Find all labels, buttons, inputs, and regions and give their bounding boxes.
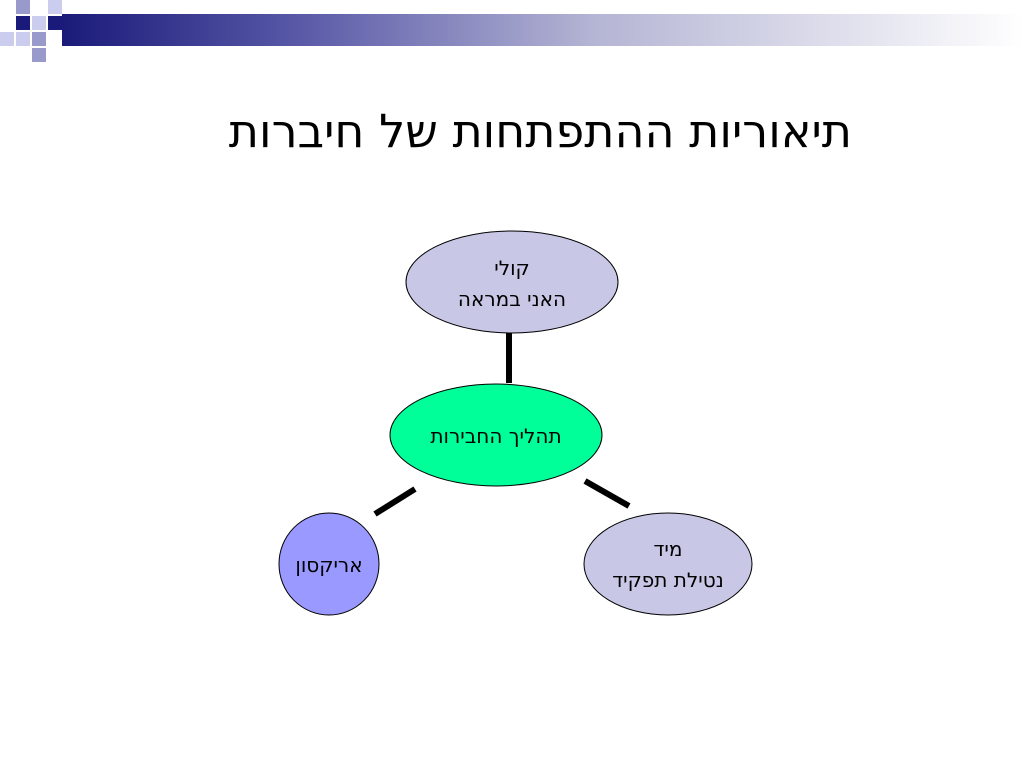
slide-title: תיאוריות ההתפתחות של חיברות bbox=[228, 104, 852, 158]
title-bar-gradient bbox=[62, 14, 1024, 46]
node-mead-line1: מיד bbox=[654, 537, 683, 561]
connector-mead bbox=[583, 478, 631, 509]
node-erikson: אריקסון bbox=[278, 512, 380, 616]
node-mead: מיד נטילת תפקיד bbox=[583, 512, 753, 616]
node-center: תהליך החבירות bbox=[389, 383, 603, 487]
node-center-label: תהליך החבירות bbox=[430, 424, 561, 448]
node-erikson-line1: אריקסון bbox=[295, 553, 362, 577]
node-cooley: קולי האני במראה bbox=[405, 230, 619, 334]
node-cooley-line2: האני במראה bbox=[458, 287, 566, 311]
node-mead-line2: נטילת תפקיד bbox=[612, 568, 724, 592]
corner-decoration bbox=[0, 0, 62, 62]
connector-erikson bbox=[373, 486, 417, 517]
node-cooley-line1: קולי bbox=[494, 256, 529, 280]
